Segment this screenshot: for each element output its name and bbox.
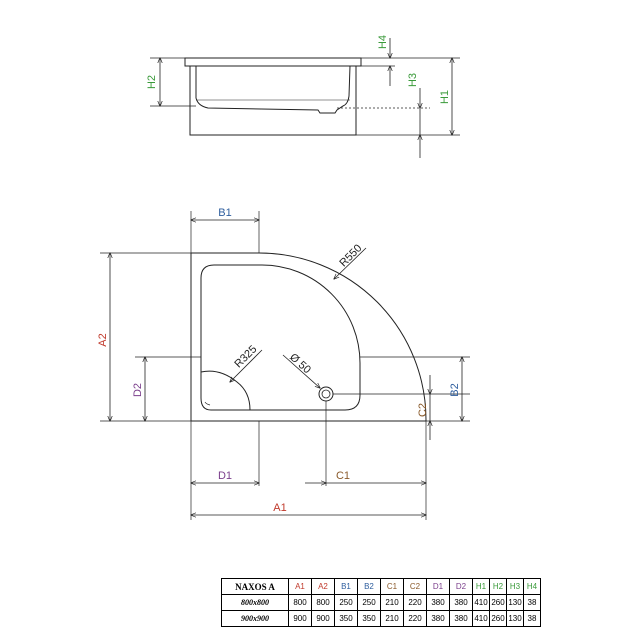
value-cell-a2: 900	[311, 610, 335, 627]
dim-c1: C1	[305, 470, 426, 483]
value-cell-c2: 220	[403, 594, 427, 611]
column-header-h1: H1	[472, 578, 490, 595]
dim-d2: D2	[132, 357, 145, 421]
label-r550: R550	[337, 242, 364, 269]
dim-a2: A2	[97, 253, 110, 421]
value-cell-h2: 260	[489, 594, 507, 611]
dim-r325: R325	[230, 343, 263, 382]
value-cell-c1: 210	[380, 610, 404, 627]
value-cell-d2: 380	[449, 610, 473, 627]
value-cell-a1: 900	[288, 610, 312, 627]
side-view	[150, 57, 460, 136]
column-header-b1: B1	[334, 578, 358, 595]
dim-h4: H4	[377, 35, 390, 86]
value-cell-d1: 380	[426, 610, 450, 627]
label-c1: C1	[336, 470, 350, 482]
value-cell-a1: 800	[288, 594, 312, 611]
column-header-h4: H4	[523, 578, 541, 595]
label-d2: D2	[132, 383, 144, 397]
top-view	[190, 252, 427, 422]
value-cell-h4: 38	[523, 610, 541, 627]
value-cell-d1: 380	[426, 594, 450, 611]
basin-profile	[195, 65, 351, 114]
label-b1: B1	[218, 207, 231, 219]
model-name-cell: NAXOS A	[221, 578, 289, 595]
tray-outline	[190, 252, 427, 422]
label-d1: D1	[218, 470, 232, 482]
label-h1: H1	[439, 90, 451, 104]
value-cell-h3: 130	[506, 610, 524, 627]
value-cell-h1: 410	[472, 594, 490, 611]
value-cell-b2: 250	[357, 594, 381, 611]
value-cell-h2: 260	[489, 610, 507, 627]
column-header-h3: H3	[506, 578, 524, 595]
tray-body	[189, 65, 357, 136]
dim-d1: D1	[191, 470, 259, 483]
size-cell: 800x800	[221, 594, 289, 611]
label-drain-diameter: Ø 50	[287, 351, 313, 376]
dim-h1: H1	[439, 58, 452, 135]
label-a2: A2	[97, 333, 109, 346]
column-header-a2: A2	[311, 578, 335, 595]
size-cell: 900x900	[221, 610, 289, 627]
value-cell-h4: 38	[523, 594, 541, 611]
column-header-c1: C1	[380, 578, 404, 595]
value-cell-d2: 380	[449, 594, 473, 611]
tray-rim	[184, 57, 362, 67]
value-cell-b1: 350	[334, 610, 358, 627]
label-h3: H3	[407, 73, 419, 87]
column-header-c2: C2	[403, 578, 427, 595]
top-view-extension-lines	[100, 211, 470, 520]
value-cell-h1: 410	[472, 610, 490, 627]
value-cell-b1: 250	[334, 594, 358, 611]
column-header-a1: A1	[288, 578, 312, 595]
value-cell-c2: 220	[403, 610, 427, 627]
label-c2: C2	[417, 403, 429, 417]
value-cell-a2: 800	[311, 594, 335, 611]
column-header-d1: D1	[426, 578, 450, 595]
dim-b2: B2	[449, 357, 462, 421]
basin-outline	[200, 264, 361, 411]
dim-c2: C2	[417, 375, 430, 440]
value-cell-b2: 350	[357, 610, 381, 627]
column-header-d2: D2	[449, 578, 473, 595]
label-h2: H2	[146, 75, 158, 89]
column-header-b2: B2	[357, 578, 381, 595]
label-h4: H4	[377, 35, 389, 49]
value-cell-c1: 210	[380, 594, 404, 611]
label-b2: B2	[449, 383, 461, 396]
column-header-h2: H2	[489, 578, 507, 595]
dim-h3: H3	[407, 73, 420, 158]
label-a1: A1	[273, 502, 286, 514]
dim-b1: B1	[191, 207, 259, 220]
dim-h2: H2	[146, 58, 160, 106]
dim-drain-diameter: Ø 50	[282, 351, 320, 388]
value-cell-h3: 130	[506, 594, 524, 611]
dim-a1: A1	[191, 502, 426, 515]
drain-circle	[318, 386, 334, 402]
